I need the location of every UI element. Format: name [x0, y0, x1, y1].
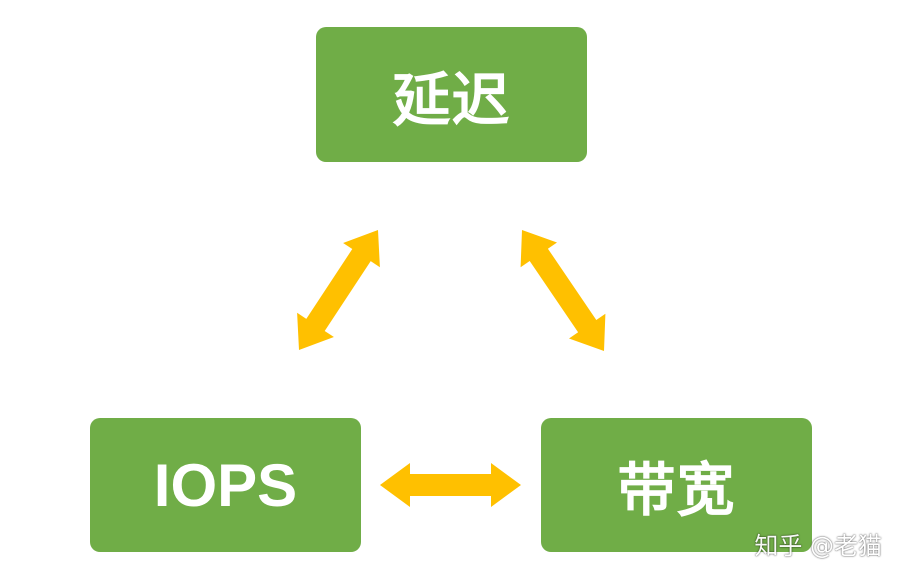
watermark: 知乎 @老猫: [754, 532, 882, 560]
node-latency-label: 延迟: [392, 65, 511, 134]
node-bandwidth: 带宽: [541, 418, 812, 552]
arrow-latency-iops: [297, 230, 380, 350]
node-iops: IOPS: [90, 418, 361, 552]
node-iops-label: IOPS: [153, 451, 298, 519]
node-bandwidth-label: 带宽: [617, 456, 736, 524]
arrow-latency-bandwidth: [520, 230, 606, 351]
arrow-iops-bandwidth: [380, 463, 521, 507]
node-latency: 延迟: [316, 27, 587, 162]
